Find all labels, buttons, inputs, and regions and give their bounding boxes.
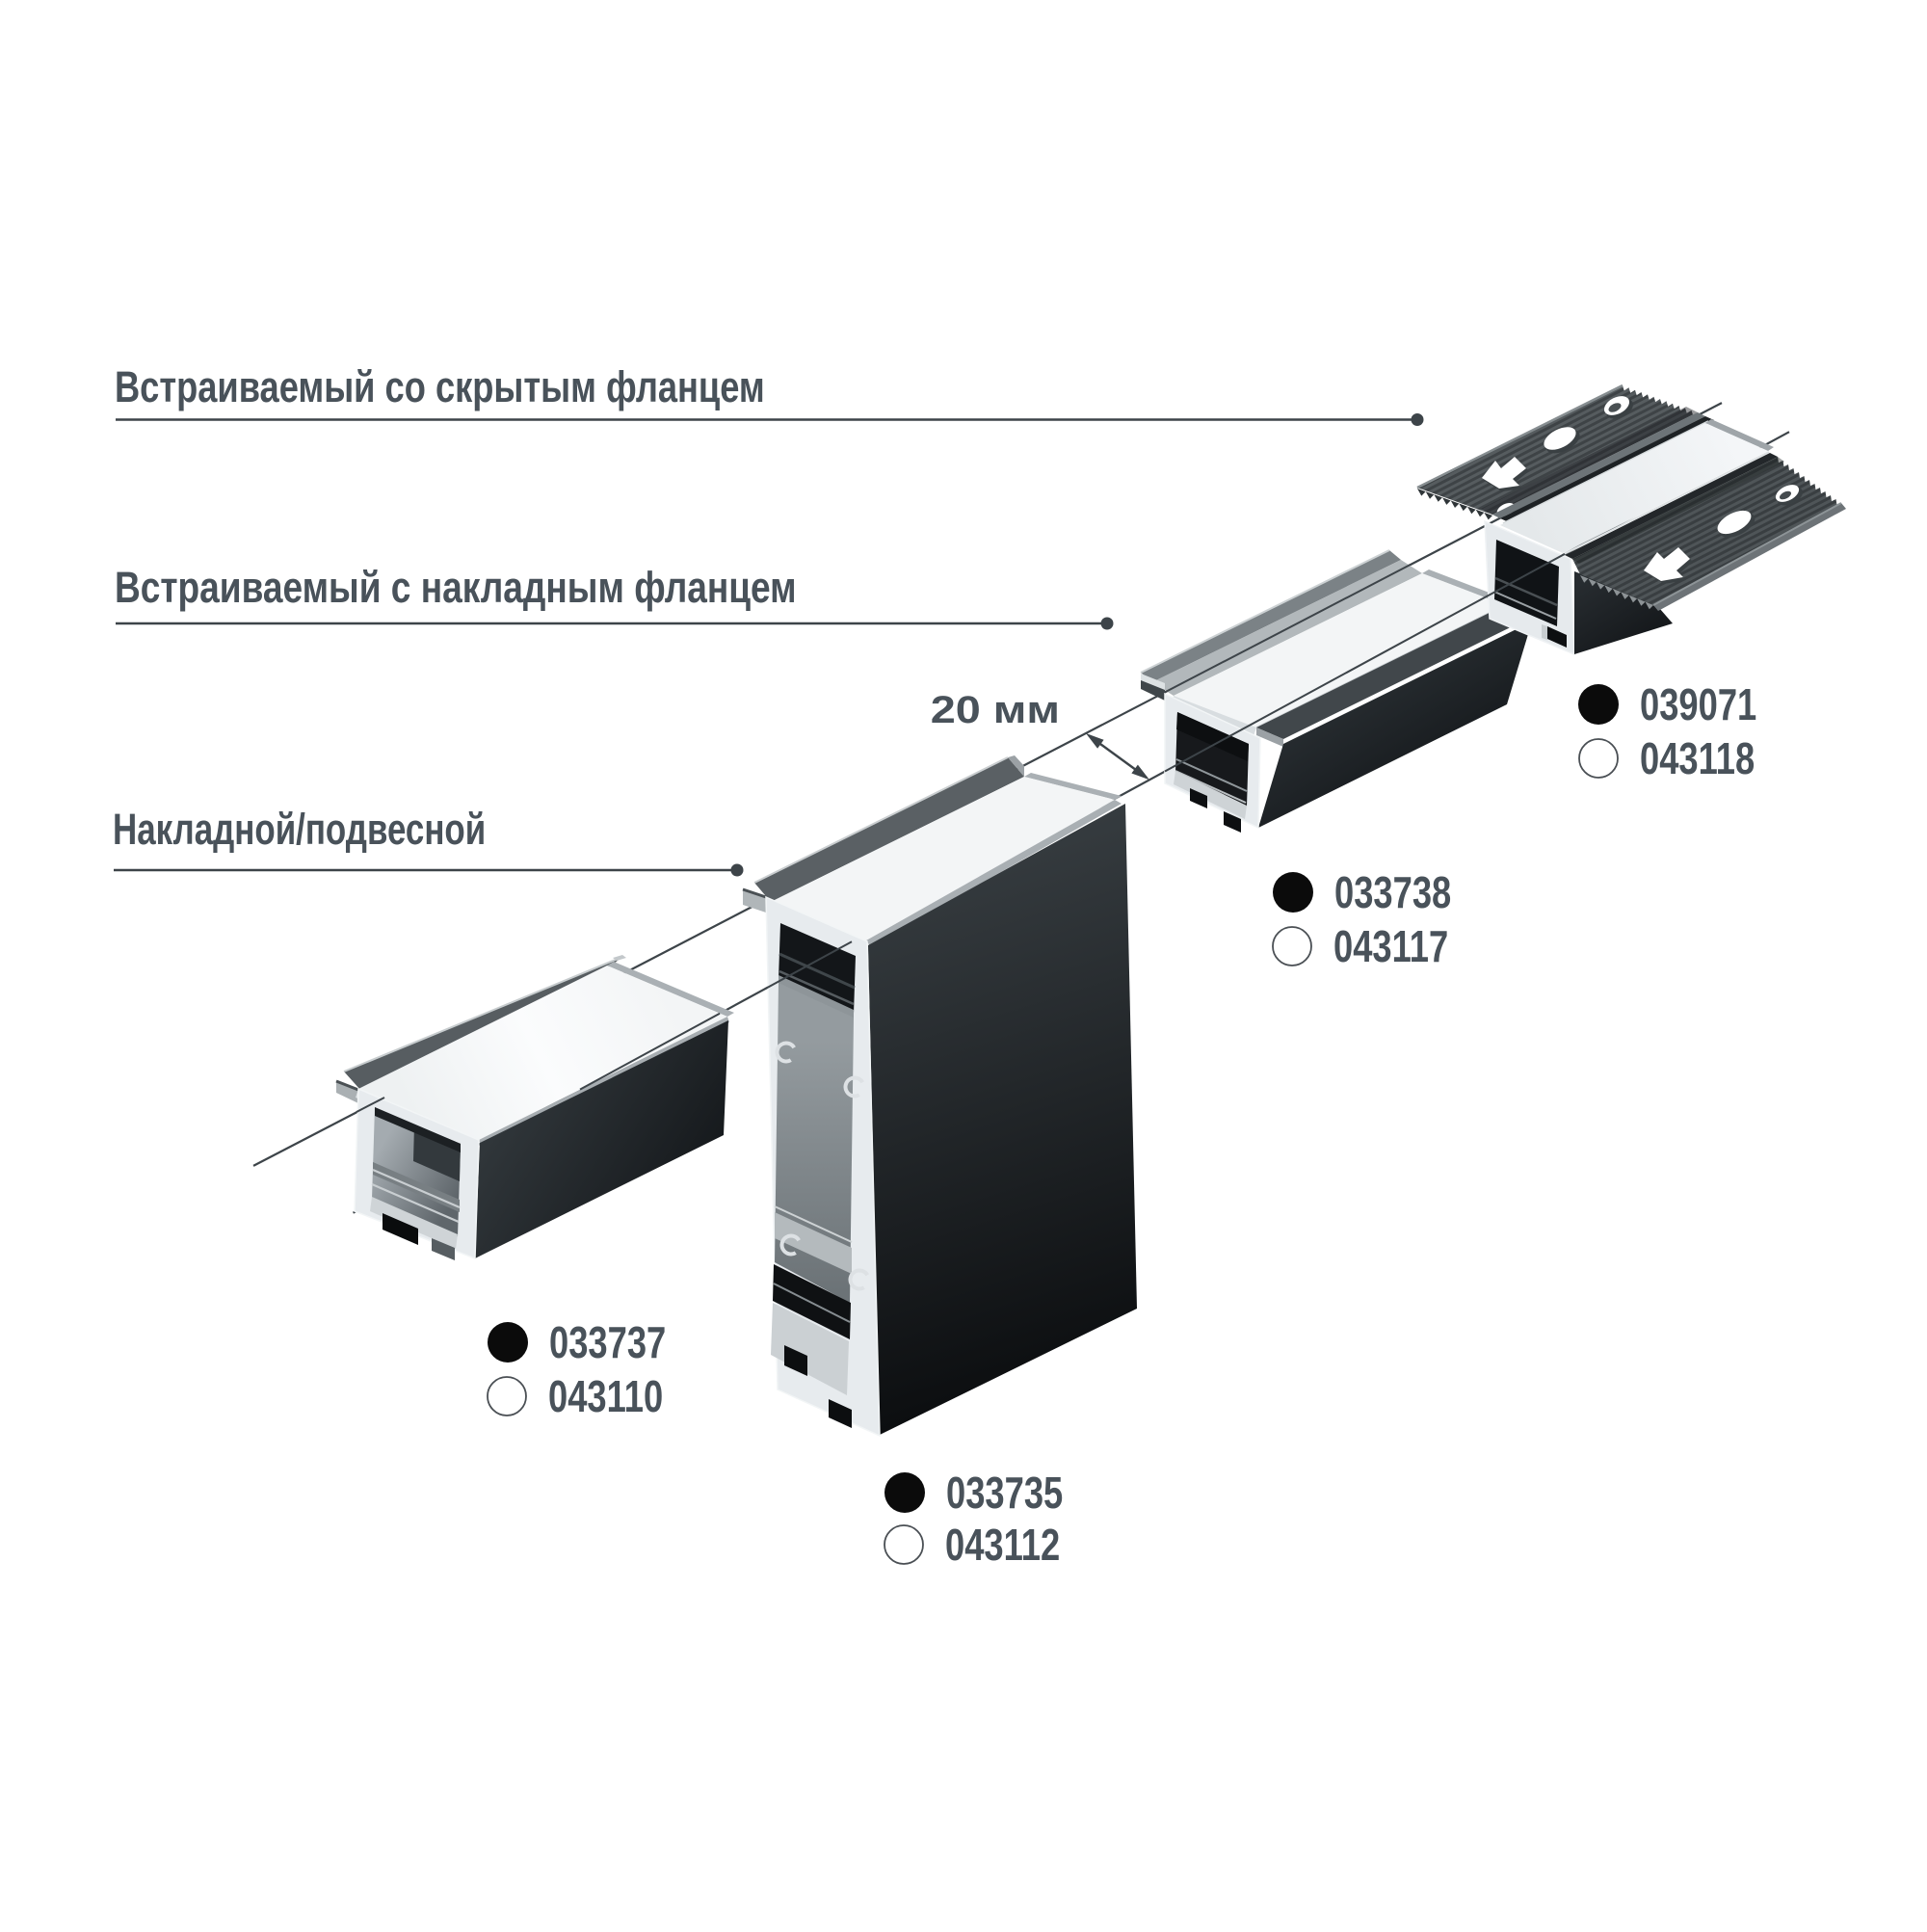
svg-text:Накладной/подвесной: Накладной/подвесной <box>113 806 486 854</box>
svg-text:20 мм: 20 мм <box>931 689 1060 731</box>
svg-text:043118: 043118 <box>1640 733 1755 783</box>
svg-text:043110: 043110 <box>548 1371 663 1421</box>
svg-text:Встраиваемый со скрытым фланце: Встраиваемый со скрытым фланцем <box>115 362 765 411</box>
svg-text:033737: 033737 <box>549 1317 666 1367</box>
svg-text:043117: 043117 <box>1333 921 1448 971</box>
svg-text:043112: 043112 <box>945 1520 1060 1570</box>
svg-text:Встраиваемый с накладным фланц: Встраиваемый с накладным фланцем <box>115 564 797 612</box>
svg-text:033738: 033738 <box>1334 867 1451 917</box>
svg-text:039071: 039071 <box>1640 679 1756 729</box>
svg-text:033735: 033735 <box>946 1468 1063 1518</box>
